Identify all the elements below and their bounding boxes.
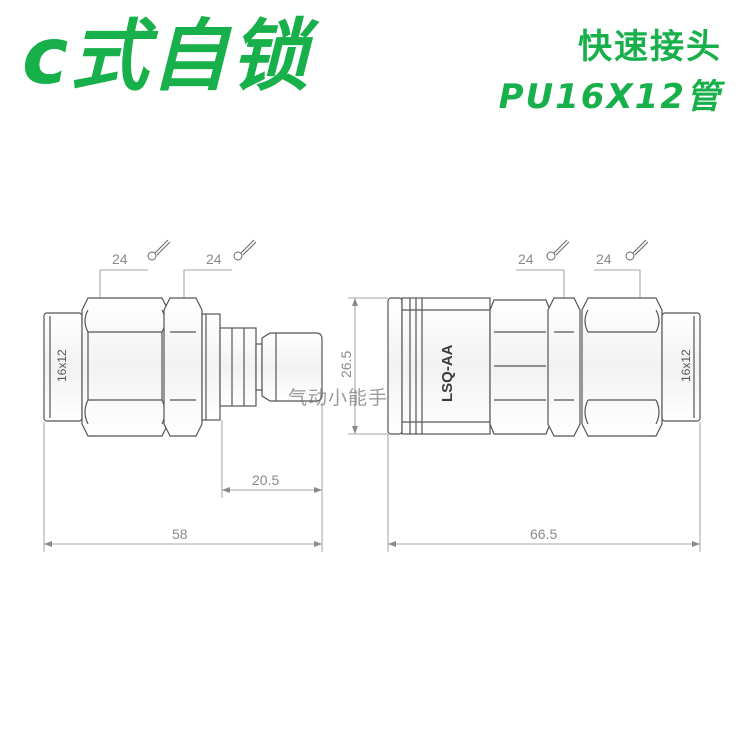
left-collar — [201, 313, 221, 421]
watermark: 气动小能手 — [288, 387, 389, 409]
title-subtitle-line1: 快速接头 — [578, 27, 722, 67]
right-fitting — [387, 297, 701, 437]
wrench-icon — [147, 239, 171, 261]
left-wrench-size-1: 24 — [112, 251, 128, 267]
left-plug-body — [219, 327, 257, 407]
right-hex-nut-1 — [547, 297, 581, 437]
right-height: 26.5 — [338, 351, 354, 378]
right-hex-nut-2 — [581, 297, 663, 437]
right-socket-sleeve — [387, 297, 491, 435]
left-hex-nut-2 — [163, 297, 203, 437]
left-fitting — [43, 297, 323, 437]
left-wrench-size-2: 24 — [206, 251, 222, 267]
left-dimension-lines — [43, 269, 323, 552]
wrench-icon — [625, 239, 649, 261]
right-dimension-lines — [348, 269, 701, 552]
right-tube-label: 16x12 — [679, 349, 693, 382]
left-plug-tip — [261, 332, 323, 402]
model-mark: LSQ-AA — [439, 344, 456, 402]
left-plug-groove — [255, 343, 263, 391]
left-tube-label: 16x12 — [55, 349, 69, 382]
wrench-icon — [546, 239, 570, 261]
title-main: c式自锁 — [22, 12, 311, 102]
left-hex-nut-1 — [81, 297, 169, 437]
wrench-icon — [233, 239, 257, 261]
right-wrench-size-1: 24 — [518, 251, 534, 267]
left-plug-length: 20.5 — [252, 472, 279, 488]
left-overall-length: 58 — [172, 526, 188, 542]
right-overall-length: 66.5 — [530, 526, 557, 542]
title-subtitle-line2: PU16X12管 — [498, 77, 722, 117]
right-tube-end — [661, 312, 701, 422]
right-wrench-size-2: 24 — [596, 251, 612, 267]
right-hex-body — [489, 299, 551, 435]
